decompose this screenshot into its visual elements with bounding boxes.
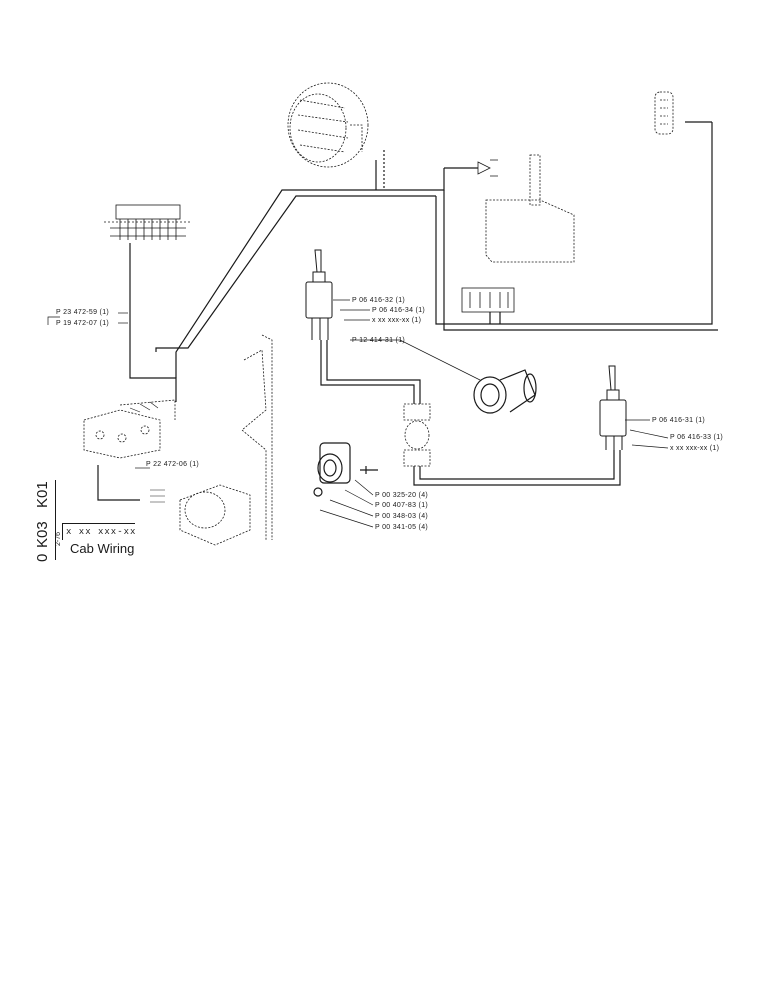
side-date: 2-76 [55, 531, 62, 546]
label-p06416-31: P 06 416-31 (1) [652, 417, 706, 424]
terminal-board [83, 399, 176, 459]
label-xx-1: x xx xxx-xx (1) [372, 317, 422, 324]
label-p00341-05: P 00 341-05 (4) [375, 524, 429, 531]
socket-connector [473, 369, 537, 414]
lower-left-lead [97, 465, 140, 501]
side-code-o: 0 [34, 553, 51, 562]
diode-symbol [477, 159, 498, 177]
label-p00348-03: P 00 348-03 (4) [375, 513, 429, 520]
toggle-switch-2 [599, 365, 627, 450]
harness-left [129, 243, 177, 402]
title-code: x xx xxx-xx [66, 527, 137, 537]
headlight [287, 82, 369, 168]
switch2-lead [413, 450, 621, 486]
label-p12414-31: P 12 414-31 (1) [352, 337, 406, 344]
connector-block-top-left [104, 204, 190, 240]
side-code-k03: K03 [34, 521, 51, 548]
title-divider [55, 480, 56, 560]
harness-top [175, 168, 445, 378]
diagram-title: Cab Wiring [70, 541, 135, 556]
label-p06416-34: P 06 416-34 (1) [372, 307, 426, 314]
label-p19472-07: P 19 472-07 (1) [56, 320, 110, 327]
label-p22472-06: P 22 472-06 (1) [146, 461, 200, 468]
switch1-lead [320, 340, 415, 404]
label-p06416-33: P 06 416-33 (1) [670, 434, 724, 441]
toggle-switch-1 [305, 249, 333, 340]
label-p00325-20: P 00 325-20 (4) [375, 492, 429, 499]
label-p06416-32: P 06 416-32 (1) [352, 297, 406, 304]
control-box [485, 154, 575, 263]
label-p23472-59: P 23 472-59 (1) [56, 309, 110, 316]
wiring-diagram [47, 82, 718, 546]
wiper-motor [179, 334, 273, 546]
title-box [62, 523, 135, 540]
rear-lamp [654, 91, 674, 135]
relay-block [461, 287, 515, 313]
harness-diagonal [155, 195, 436, 352]
terminal-marks [129, 401, 165, 503]
mid-connector [403, 403, 431, 467]
label-xx-2: x xx xxx-xx (1) [670, 445, 720, 452]
label-p00407-83: P 00 407-83 (1) [375, 502, 429, 509]
side-code-k01: K01 [34, 481, 51, 508]
plug-connector [313, 442, 378, 497]
